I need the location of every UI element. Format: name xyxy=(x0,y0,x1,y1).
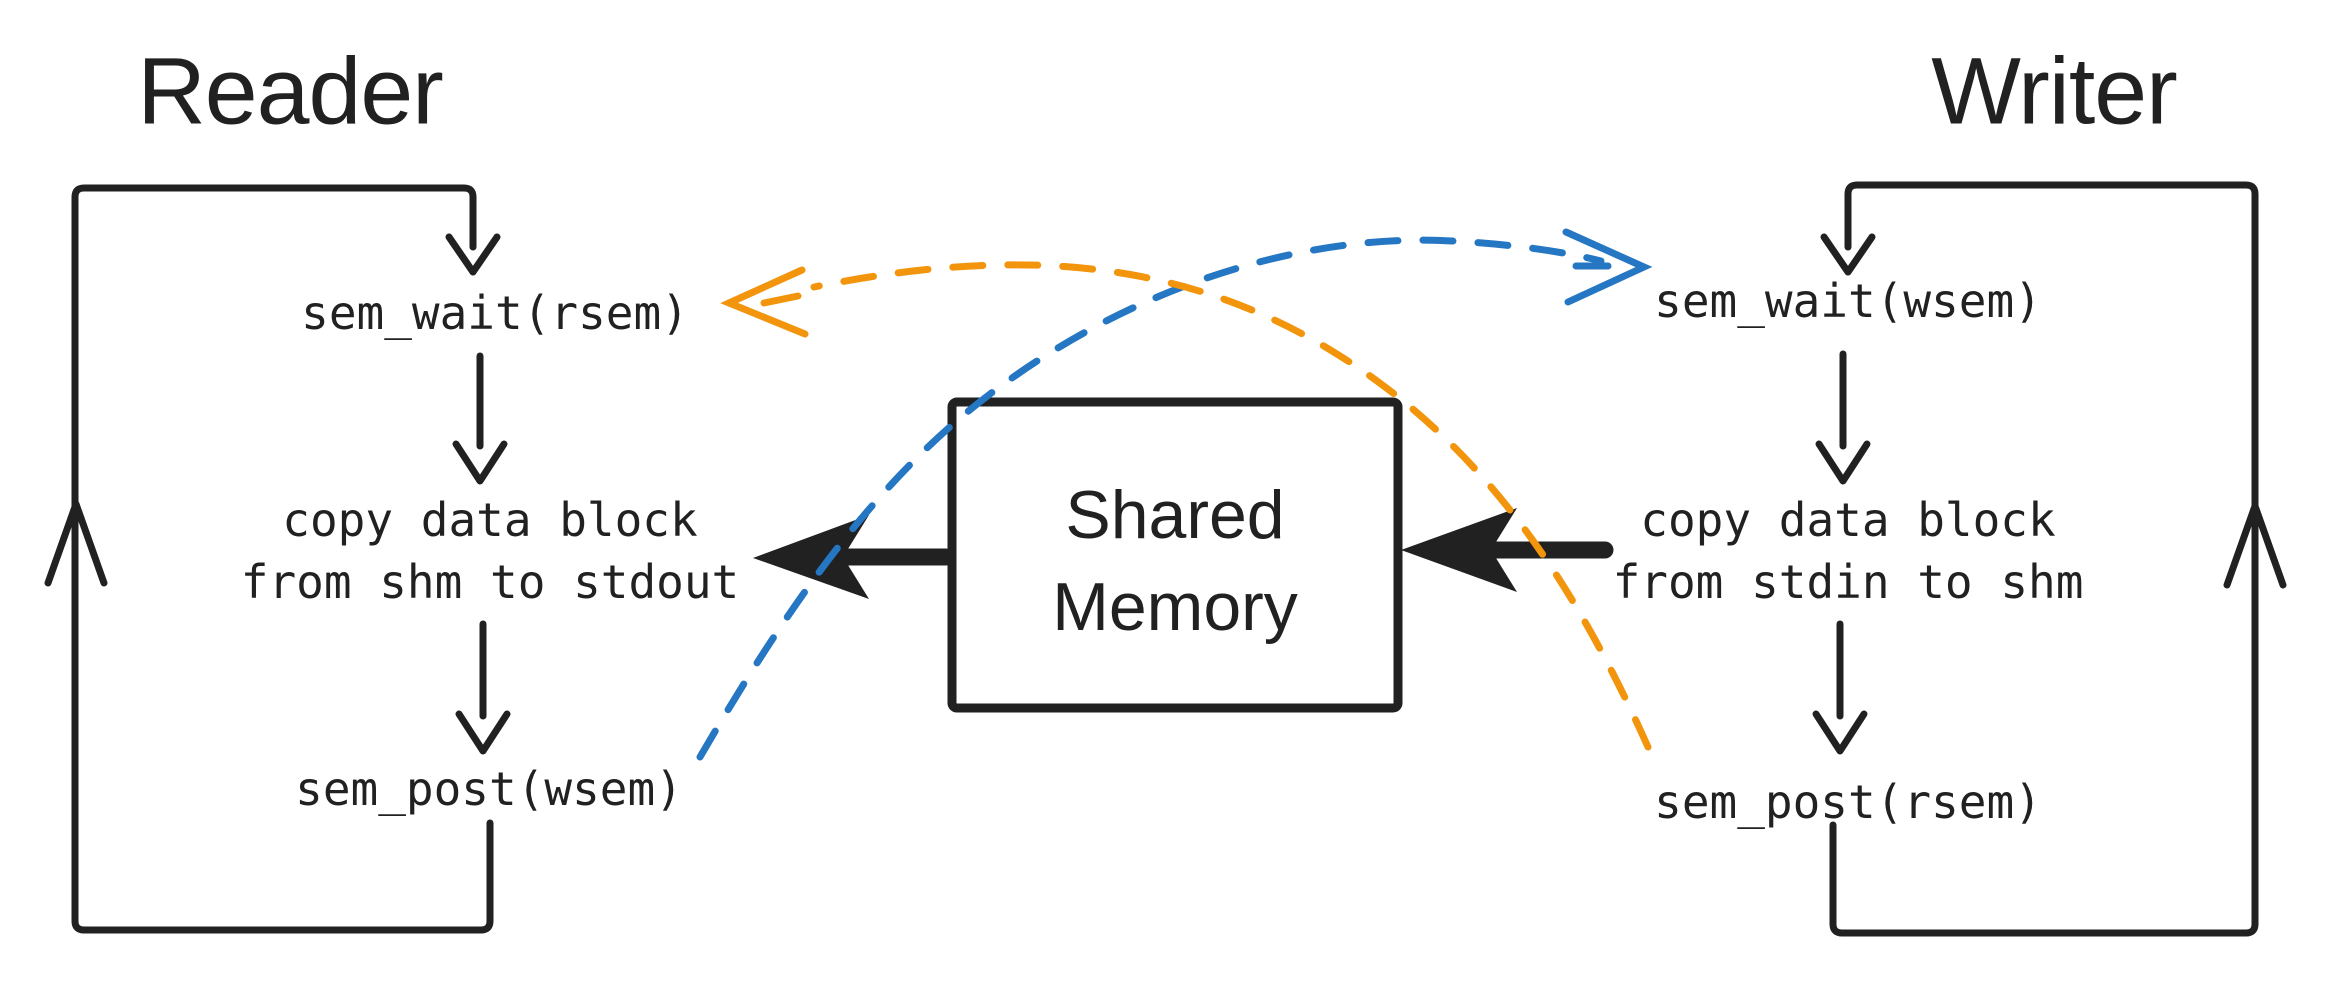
writer-title: Writer xyxy=(1931,38,2178,145)
writer-copy-line2: from stdin to shm xyxy=(1612,555,2084,609)
rsem-signal-curve xyxy=(810,261,1652,751)
ink-strokes xyxy=(44,181,2287,937)
rsem-signal-arrowhead-dash xyxy=(760,292,802,307)
writer-copy-to-post-arrowhead xyxy=(1812,710,1868,755)
writer-to-shm-arrowhead xyxy=(1401,508,1517,592)
reader-copy-line2: from shm to stdout xyxy=(240,555,740,609)
reader-copy-to-post-arrowhead xyxy=(455,710,511,755)
wsem-signal xyxy=(696,228,1653,761)
rsem-signal-arrowhead xyxy=(720,266,809,338)
reader-wait-to-copy-arrowhead xyxy=(452,440,508,485)
writer-copy-line1: copy data block xyxy=(1640,493,2056,547)
writer-sem-post-label: sem_post(rsem) xyxy=(1654,775,2042,829)
shared-memory-line2: Memory xyxy=(1052,569,1298,645)
shared-memory-label: Shared Memory xyxy=(1052,469,1298,653)
writer-loop-entry-arrowhead xyxy=(1820,233,1876,276)
ink-fills xyxy=(753,508,1517,599)
reader-loop-entry-arrowhead xyxy=(445,233,501,276)
reader-copy-line1: copy data block xyxy=(282,493,698,547)
shared-memory-line1: Shared xyxy=(1065,477,1285,553)
writer-copy-label: copy data block from stdin to shm xyxy=(1613,489,2084,613)
writer-wait-to-copy-arrowhead xyxy=(1815,440,1871,485)
rsem-signal xyxy=(720,261,1652,751)
writer-loop-up-arrowhead xyxy=(2223,502,2287,589)
reader-copy-label: copy data block from shm to stdout xyxy=(241,489,740,613)
writer-loop-path xyxy=(1829,181,2259,937)
wsem-signal-arrowhead xyxy=(1562,228,1653,306)
writer-sem-wait-label: sem_wait(wsem) xyxy=(1654,274,2042,328)
shm-to-reader-arrowhead xyxy=(753,515,869,599)
reader-loop-path xyxy=(71,184,494,934)
reader-title: Reader xyxy=(137,38,444,145)
reader-sem-wait-label: sem_wait(rsem) xyxy=(301,286,689,340)
wsem-signal-curve xyxy=(696,236,1605,761)
reader-loop-up-arrowhead xyxy=(44,500,108,587)
reader-sem-post-label: sem_post(wsem) xyxy=(295,762,683,816)
